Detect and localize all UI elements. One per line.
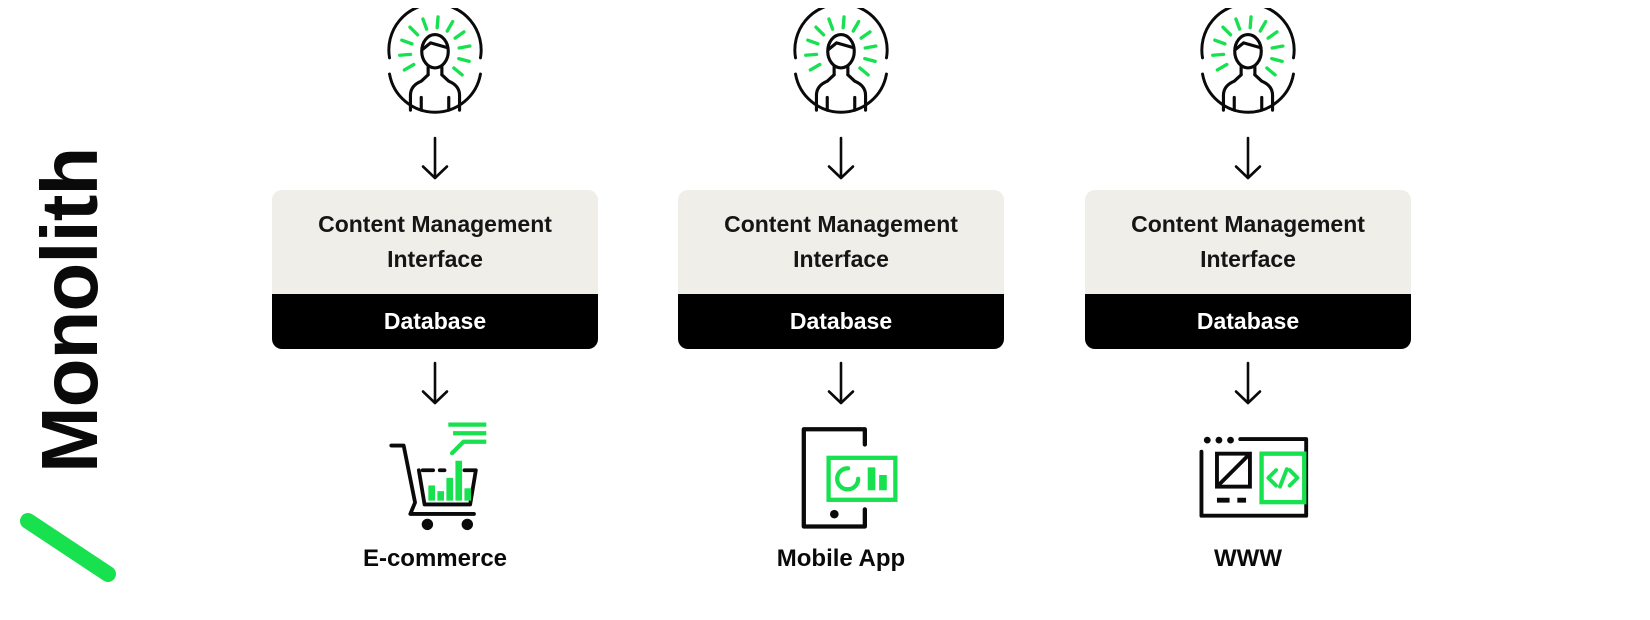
content-management-interface-label: Content Management Interface: [678, 190, 1004, 294]
content-management-interface-label: Content Management Interface: [272, 190, 598, 294]
output-label-www: WWW: [1214, 545, 1282, 572]
down-arrow-icon: [1234, 136, 1262, 180]
database-label: Database: [272, 294, 598, 349]
shopping-cart-analytics-icon: [378, 414, 492, 536]
down-arrow-icon: [421, 361, 449, 405]
diagonal-slash-icon: [20, 513, 116, 582]
database-label: Database: [1085, 294, 1411, 349]
database-label: Database: [678, 294, 1004, 349]
output-label-mobile-app: Mobile App: [776, 545, 906, 572]
person-in-circle-rays-icon: [387, 8, 483, 114]
content-management-interface-label: Content Management Interface: [1085, 190, 1411, 294]
mobile-phone-refresh-chart-icon: [779, 418, 903, 532]
output-label-ecommerce: E-commerce: [362, 545, 508, 572]
down-arrow-icon: [1234, 361, 1262, 405]
browser-window-code-icon: [1184, 429, 1312, 521]
down-arrow-icon: [827, 361, 855, 405]
column-www: Content Management Interface Database WW…: [1085, 8, 1411, 573]
down-arrow-icon: [827, 136, 855, 180]
monolith-stack-box: Content Management Interface Database: [272, 190, 598, 349]
column-ecommerce: Content Management Interface Database E-…: [272, 8, 598, 573]
person-in-circle-rays-icon: [793, 8, 889, 114]
brand-title: Monolith: [25, 147, 114, 473]
person-in-circle-rays-icon: [1200, 8, 1296, 114]
column-mobile-app: Content Management Interface Database Mo…: [678, 8, 1004, 573]
monolith-stack-box: Content Management Interface Database: [1085, 190, 1411, 349]
down-arrow-icon: [421, 136, 449, 180]
monolith-stack-box: Content Management Interface Database: [678, 190, 1004, 349]
